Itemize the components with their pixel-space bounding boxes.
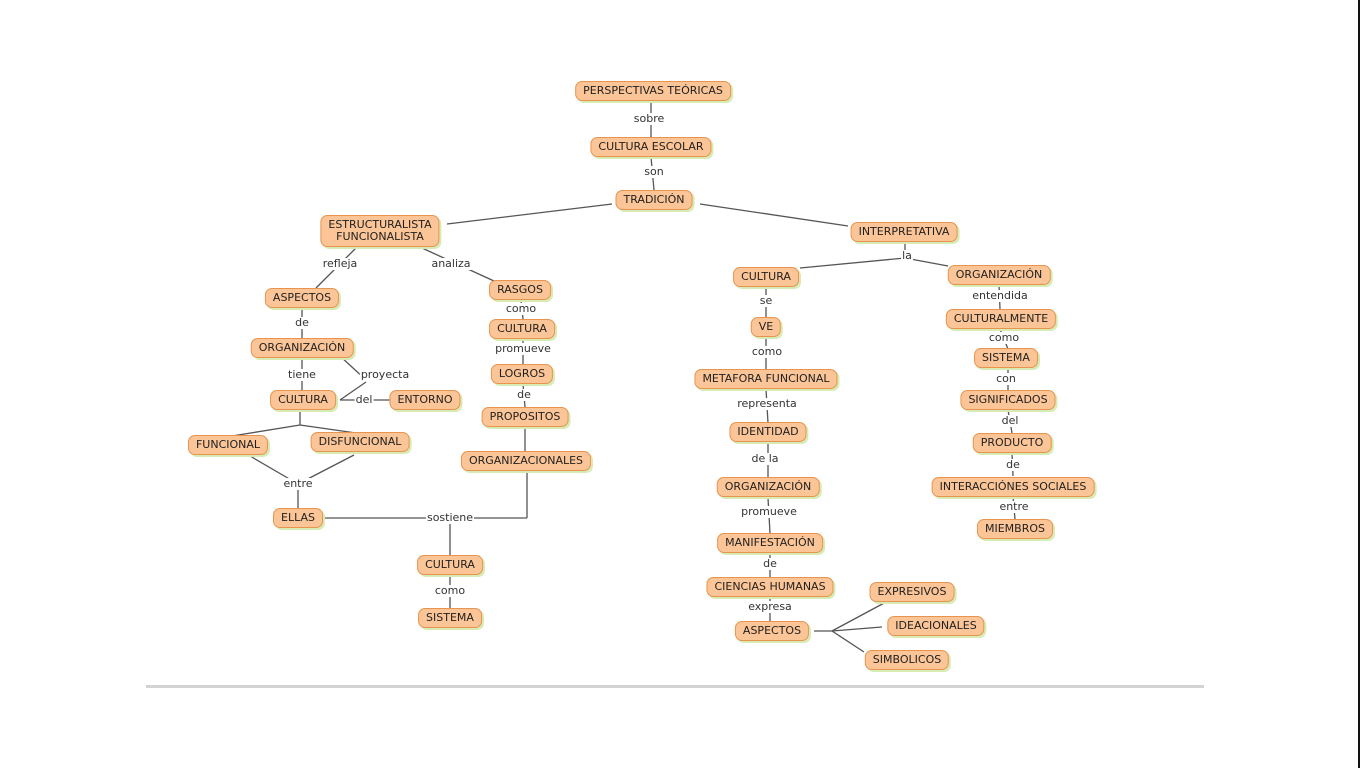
link-label-sostiene: sostiene (425, 511, 475, 524)
link-label-del: del (354, 393, 374, 406)
link-label-representa: representa (736, 397, 798, 410)
concept-funcional[interactable]: FUNCIONAL (187, 435, 269, 455)
concept-ellas[interactable]: ELLAS (273, 508, 323, 528)
right-edge-border (1358, 0, 1360, 768)
link-label-son: son (643, 165, 665, 178)
concept-tradicion[interactable]: TRADICIÓN (615, 190, 693, 210)
concept-interacciones-sociales[interactable]: INTERACCIÓNES SOCIALES (931, 477, 1095, 497)
concept-cultura[interactable]: CULTURA (733, 267, 799, 287)
concept-organizacion[interactable]: ORGANIZACIÓN (947, 265, 1051, 285)
link-label-promueve: promueve (494, 342, 552, 355)
concept-perspectivas-teoricas[interactable]: PERSPECTIVAS TEÓRICAS (575, 81, 731, 101)
link-label-de: de (516, 388, 532, 401)
concept-ciencias-humanas[interactable]: CIENCIAS HUMANAS (706, 577, 834, 597)
concept-logros[interactable]: LOGROS (490, 364, 554, 384)
link-label-tiene: tiene (287, 368, 317, 381)
concept-cultura[interactable]: CULTURA (270, 390, 336, 410)
concept-expresivos[interactable]: EXPRESIVOS (869, 582, 955, 602)
link-label-de: de (1005, 458, 1021, 471)
concept-cultura[interactable]: CULTURA (489, 319, 555, 339)
link-label-promueve: promueve (740, 505, 798, 518)
link-label-como: como (433, 584, 467, 597)
link-label-refleja: refleja (321, 257, 359, 270)
concept-rasgos[interactable]: RASGOS (489, 280, 551, 300)
link-label-la: la (901, 249, 913, 262)
link-label-como: como (750, 345, 784, 358)
link-label-como: como (987, 331, 1021, 344)
concept-significados[interactable]: SIGNIFICADOS (960, 390, 1056, 410)
concept-entorno[interactable]: ENTORNO (389, 390, 461, 410)
concept-identidad[interactable]: IDENTIDAD (729, 422, 807, 442)
concept-manifestacion[interactable]: MANIFESTACIÓN (717, 533, 823, 553)
concept-organizacion[interactable]: ORGANIZACIÓN (250, 338, 354, 358)
concept-ve[interactable]: VE (750, 317, 782, 337)
link-label-entendida: entendida (971, 289, 1029, 302)
link-label-como: como (504, 302, 538, 315)
link-label-de-la: de la (750, 452, 780, 465)
concept-sistema[interactable]: SISTEMA (418, 608, 482, 628)
concept-aspectos[interactable]: ASPECTOS (264, 288, 340, 308)
link-label-de: de (762, 557, 778, 570)
concept-sistema[interactable]: SISTEMA (974, 348, 1038, 368)
link-label-se: se (758, 294, 774, 307)
concept-organizacion[interactable]: ORGANIZACIÓN (716, 477, 820, 497)
concept-aspectos[interactable]: ASPECTOS (734, 621, 810, 641)
concept-disfuncional[interactable]: DISFUNCIONAL (310, 432, 410, 452)
concept-propositos[interactable]: PROPOSITOS (481, 407, 569, 427)
link-label-entre: entre (282, 477, 314, 490)
concept-cultura[interactable]: CULTURA (417, 555, 483, 575)
concept-ideacionales[interactable]: IDEACIONALES (887, 616, 985, 636)
link-label-analiza: analiza (430, 257, 472, 270)
concept-producto[interactable]: PRODUCTO (972, 433, 1052, 453)
concept-miembros[interactable]: MIEMBROS (976, 519, 1054, 539)
concept-organizacionales[interactable]: ORGANIZACIONALES (460, 451, 592, 471)
link-label-con: con (995, 372, 1017, 385)
concept-interpretativa[interactable]: INTERPRETATIVA (850, 222, 958, 242)
link-label-del: del (1000, 414, 1020, 427)
concept-metafora-funcional[interactable]: METAFORA FUNCIONAL (694, 369, 838, 389)
concept-cultura-escolar[interactable]: CULTURA ESCOLAR (590, 137, 712, 157)
bottom-divider (146, 685, 1204, 688)
link-label-proyecta: proyecta (359, 368, 411, 381)
link-label-expresa: expresa (747, 600, 793, 613)
concept-estructuralista-funcionalista[interactable]: ESTRUCTURALISTA FUNCIONALISTA (320, 215, 440, 247)
link-label-de: de (294, 316, 310, 329)
link-label-sobre: sobre (632, 112, 666, 125)
concept-simbolicos[interactable]: SIMBOLICOS (864, 650, 950, 670)
concept-culturalmente[interactable]: CULTURALMENTE (945, 309, 1057, 329)
link-label-entre: entre (998, 500, 1030, 513)
